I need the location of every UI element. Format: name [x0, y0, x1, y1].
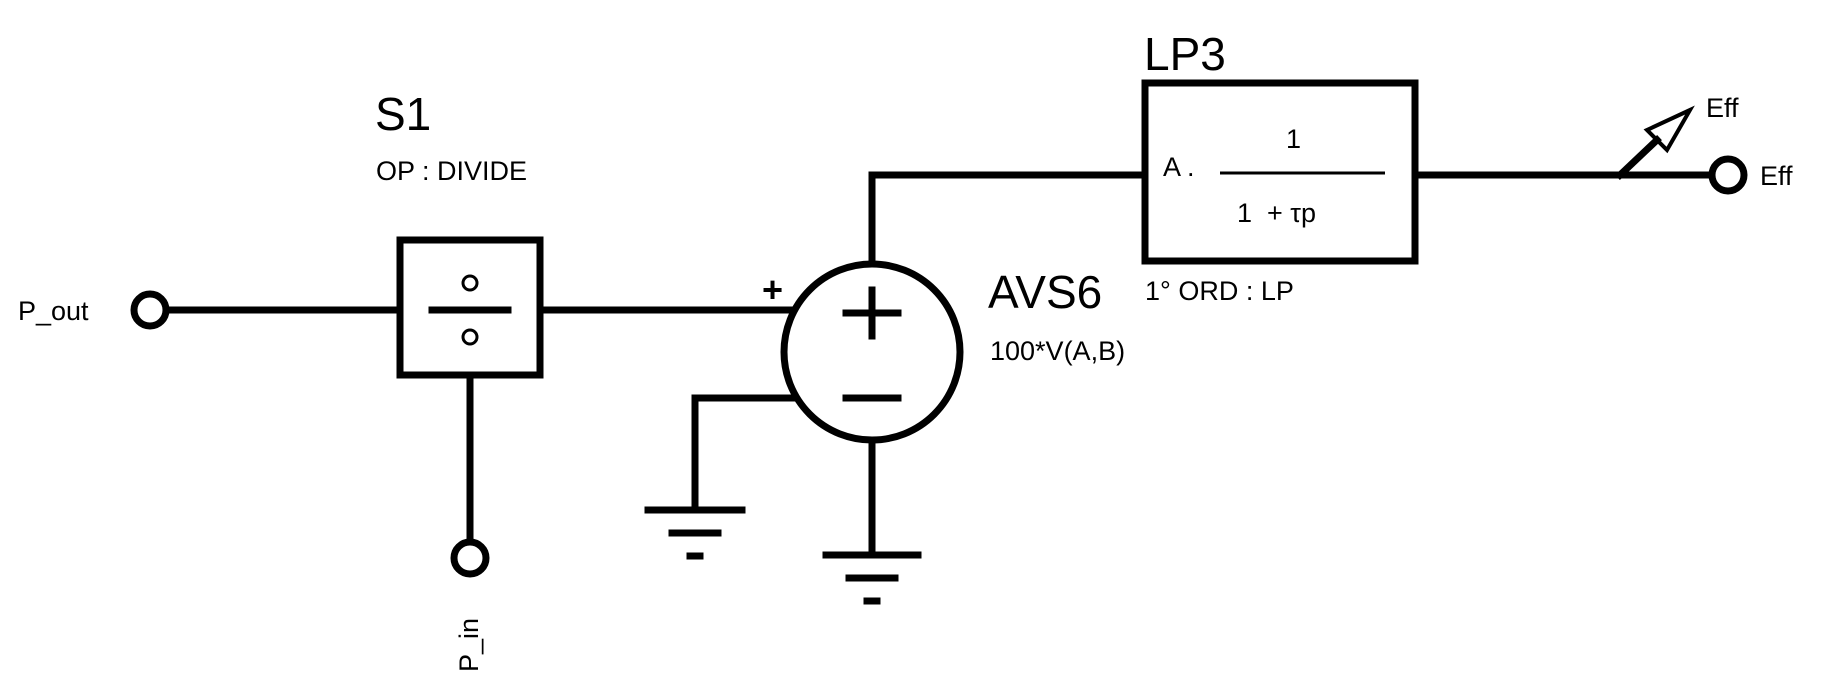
component-s1[interactable]: S1 OP : DIVIDE [375, 88, 544, 379]
probe-stem [1615, 135, 1662, 180]
terminal-eff-label: Eff [1760, 161, 1793, 191]
avs6-plus-pin: + [762, 269, 783, 310]
component-lp3[interactable]: A . 1 1 + τp LP3 1° ORD : LP [1141, 28, 1419, 306]
terminal-eff-circle[interactable] [1708, 155, 1748, 195]
avs6-circle[interactable] [780, 260, 964, 444]
lp3-type-label: 1° ORD : LP [1145, 276, 1294, 306]
s1-op-label: OP : DIVIDE [376, 156, 527, 186]
component-avs6[interactable]: + AVS6 100*V(A,B) [762, 260, 1125, 444]
terminal-p-out-circle[interactable] [130, 290, 170, 330]
ground-symbol-left [644, 506, 746, 560]
s1-name: S1 [375, 88, 431, 140]
terminal-p-out[interactable]: P_out [18, 290, 170, 330]
terminal-eff[interactable]: Eff [1708, 155, 1793, 195]
avs6-name: AVS6 [988, 266, 1102, 318]
probe-eff[interactable]: Eff [1615, 93, 1739, 180]
lp3-gain: A . [1163, 152, 1195, 182]
avs6-expression: 100*V(A,B) [990, 336, 1125, 366]
wire-avs6-minus-ground [691, 394, 796, 514]
probe-label: Eff [1706, 93, 1739, 123]
s1-dividend-dot [461, 274, 479, 292]
lp3-denominator: 1 + τp [1237, 198, 1316, 228]
lp3-name: LP3 [1144, 28, 1226, 80]
terminal-p-in-circle[interactable] [450, 538, 490, 578]
probe-arrow-icon [1643, 105, 1695, 154]
ground-symbol-right [822, 551, 922, 605]
terminal-p-out-label: P_out [18, 296, 89, 326]
s1-divisor-dot [461, 328, 479, 346]
lp3-numerator: 1 [1286, 124, 1301, 154]
wire-avs6-lp3 [868, 171, 1149, 266]
terminal-p-in[interactable]: P_in [450, 538, 490, 672]
terminal-p-in-label: P_in [454, 618, 484, 672]
